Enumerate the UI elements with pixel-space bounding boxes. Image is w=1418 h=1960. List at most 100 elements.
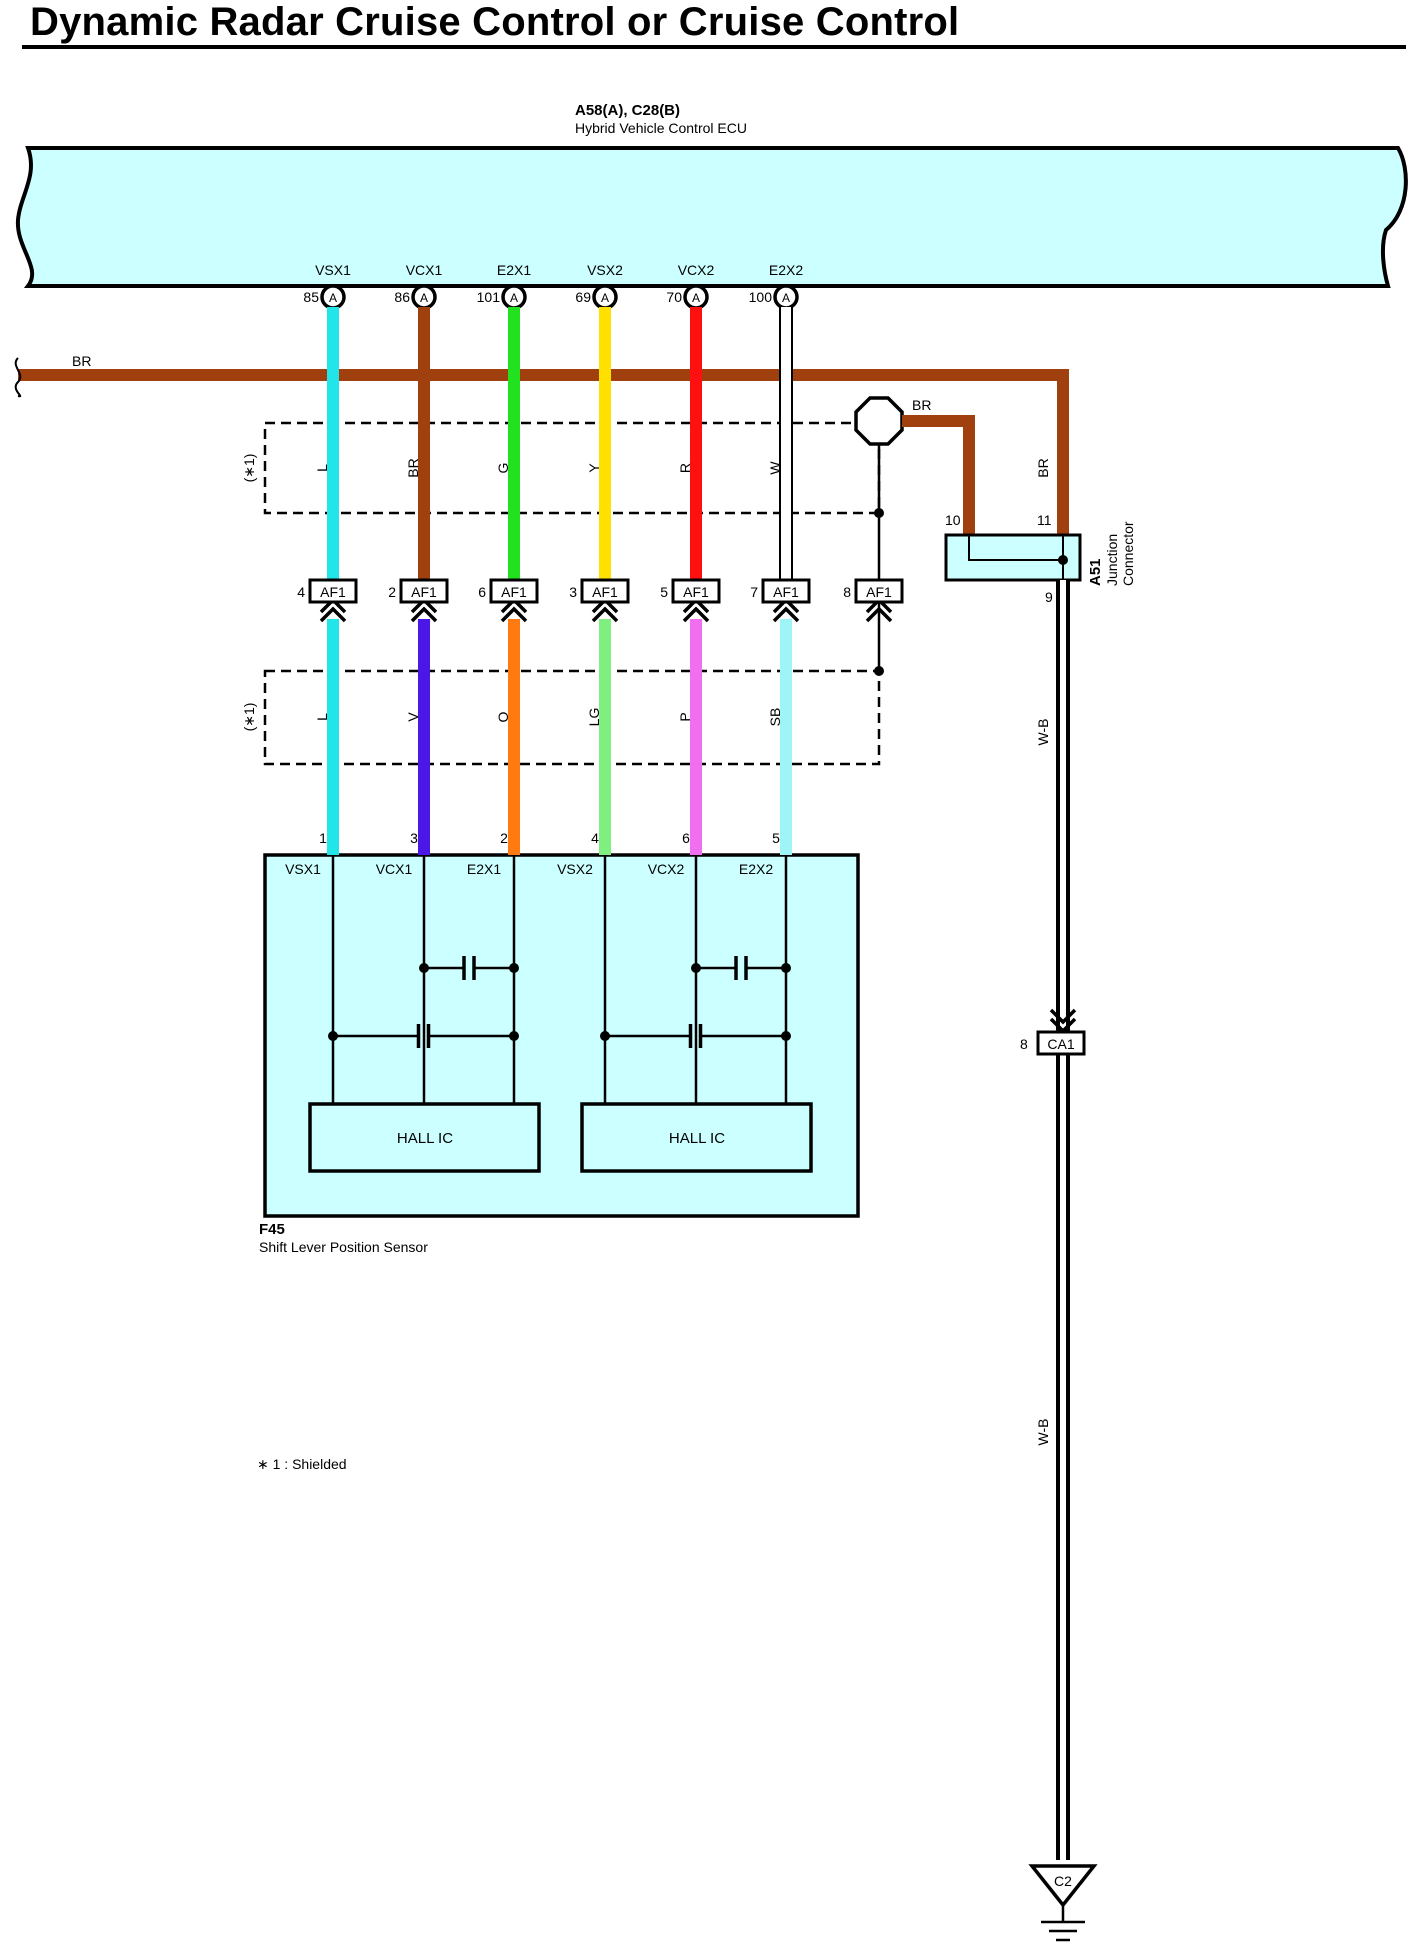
ca1-pin: 8 — [1020, 1036, 1028, 1052]
ecu-pin-connector-letter: A — [782, 291, 790, 305]
ecu-code: A58(A), C28(B) — [575, 102, 680, 119]
cap-node-left-1 — [328, 1031, 338, 1041]
ground-triangle — [1028, 1864, 1098, 1908]
ecu-pin-number-4: 70 — [666, 289, 682, 305]
wire-color-upper-0: L — [314, 464, 330, 472]
junction-label-line1: Junction — [1104, 534, 1120, 586]
sensor-pin-name-2: E2X1 — [467, 861, 501, 877]
cap-node-right-2 — [781, 963, 791, 973]
sensor-pin-name-4: VCX2 — [648, 861, 685, 877]
ecu-pin-number-0: 85 — [303, 289, 319, 305]
wire-color-upper-2: G — [495, 463, 511, 474]
br-shield-wire — [902, 415, 975, 540]
af1-label-6: AF1 — [866, 584, 892, 600]
sensor-pin-number-0: 1 — [319, 830, 327, 846]
ground-label: C2 — [1054, 1873, 1072, 1889]
ecu-pin-connector-letter: A — [510, 291, 518, 305]
cap-node-left-0 — [419, 963, 429, 973]
cap-node-left-2 — [691, 963, 701, 973]
ecu-pin-connector-letter: A — [601, 291, 609, 305]
cap-node-right-0 — [509, 963, 519, 973]
ca1-connector — [1036, 1030, 1086, 1056]
af1-connector-0 — [308, 578, 358, 604]
ecu-pin-number-3: 69 — [575, 289, 591, 305]
sensor-name: Shift Lever Position Sensor — [259, 1239, 428, 1255]
footnote: ∗ 1 : Shielded — [257, 1456, 347, 1472]
af1-label-2: AF1 — [501, 584, 527, 600]
br-junction-label: BR — [1035, 458, 1051, 477]
wb-ground-wire — [1056, 580, 1070, 1860]
af1-connector-1 — [399, 578, 449, 604]
ecu-pin-signal-0: VSX1 — [315, 262, 351, 278]
title-underline — [22, 45, 1406, 49]
sensor-pin-name-0: VSX1 — [285, 861, 321, 877]
junction-pin-b: 11 — [1037, 512, 1052, 528]
cap-node-right-1 — [509, 1031, 519, 1041]
sensor-pin-name-5: E2X2 — [739, 861, 773, 877]
af1-label-5: AF1 — [773, 584, 799, 600]
af1-connector-2 — [489, 578, 539, 604]
shield-node-upper — [874, 508, 884, 518]
sensor-pin-name-1: VCX1 — [376, 861, 413, 877]
af1-pin-6: 8 — [843, 584, 851, 600]
page-title: Dynamic Radar Cruise Control or Cruise C… — [30, 0, 960, 44]
sensor-pin-number-2: 2 — [500, 830, 508, 846]
af1-pin-1: 2 — [388, 584, 396, 600]
ecu-pin-signal-1: VCX1 — [406, 262, 443, 278]
ecu-pin-signal-4: VCX2 — [678, 262, 715, 278]
shield-octagon — [854, 396, 904, 446]
br-bus-label: BR — [72, 353, 91, 369]
wire-color-lower-3: LG — [586, 708, 602, 727]
ecu-name: Hybrid Vehicle Control ECU — [575, 120, 747, 136]
wire-color-upper-5: W — [767, 461, 783, 475]
junction-label-line2: Connector — [1120, 521, 1136, 586]
ecu-pin-signal-2: E2X1 — [497, 262, 531, 278]
af1-pin-4: 5 — [660, 584, 668, 600]
wire-color-lower-0: L — [314, 713, 330, 721]
shield-node-lower — [874, 666, 884, 676]
junction-code: A51 — [1087, 558, 1104, 586]
af1-pin-3: 3 — [569, 584, 577, 600]
br-bus-wire — [18, 369, 1069, 540]
cap-node-right-3 — [781, 1031, 791, 1041]
wire-color-upper-4: R — [677, 463, 693, 473]
af1-pin-0: 4 — [297, 584, 305, 600]
junction-node — [1058, 555, 1068, 565]
hall-ic-2 — [580, 1102, 813, 1173]
br-bus-break — [14, 357, 22, 398]
wire-color-lower-1: V — [405, 712, 421, 722]
wire-color-lower-2: O — [495, 711, 511, 722]
af1-connector-row: AF1 4 AF1 2 AF1 6 AF1 3 AF1 5 AF1 7 AF1 8 — [297, 578, 904, 623]
af1-pin-2: 6 — [478, 584, 486, 600]
af1-label-0: AF1 — [320, 584, 346, 600]
ecu-pin-signal-5: E2X2 — [769, 262, 803, 278]
sensor-code: F45 — [259, 1221, 285, 1238]
wb-label-upper: W-B — [1035, 719, 1051, 746]
af1-label-1: AF1 — [411, 584, 437, 600]
wire-color-lower-5: SB — [767, 708, 783, 727]
ca1-label: CA1 — [1047, 1036, 1074, 1052]
ecu-pin-signal-3: VSX2 — [587, 262, 623, 278]
ecu-pin-number-1: 86 — [394, 289, 410, 305]
wire-color-upper-3: Y — [586, 463, 602, 473]
wb-label-lower: W-B — [1035, 1419, 1051, 1446]
cap-node-left-3 — [600, 1031, 610, 1041]
shield-marker-lower: (∗1) — [241, 703, 257, 732]
ecu-pin-connector-letter: A — [692, 291, 700, 305]
ecu-pin-number-2: 101 — [477, 289, 501, 305]
wire-color-lower-4: P — [677, 712, 693, 721]
hall-ic-1-label: HALL IC — [397, 1130, 453, 1147]
hall-ic-2-label: HALL IC — [669, 1130, 725, 1147]
br-shield-label: BR — [912, 397, 931, 413]
junction-pin-a: 10 — [945, 512, 961, 528]
sensor-pin-name-3: VSX2 — [557, 861, 593, 877]
af1-label-3: AF1 — [592, 584, 618, 600]
shield-box-lower — [263, 669, 881, 766]
af1-label-4: AF1 — [683, 584, 709, 600]
af1-pin-5: 7 — [750, 584, 758, 600]
sensor-pin-number-4: 6 — [682, 830, 690, 846]
ecu-pin-connector-letter: A — [329, 291, 337, 305]
